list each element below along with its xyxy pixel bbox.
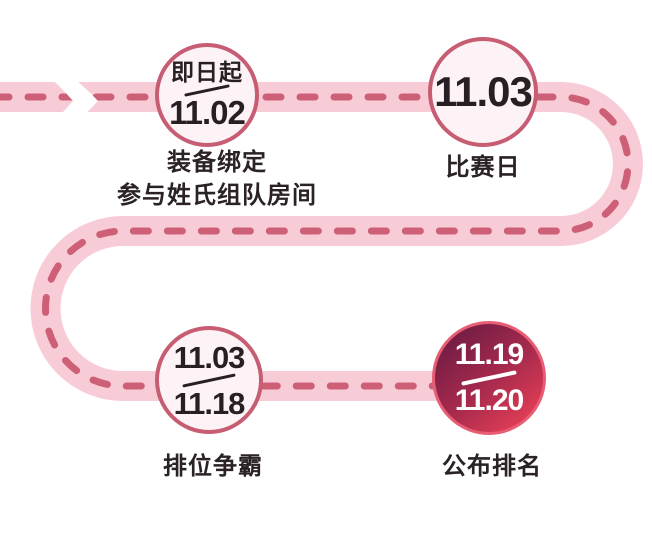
- label-line: 装备绑定: [167, 149, 267, 176]
- start-chevron-icon: [47, 75, 98, 127]
- milestone-circle-start: 即日起 11.02: [155, 43, 259, 147]
- divider-line: [182, 372, 236, 388]
- label-line: 公布排名: [442, 453, 542, 480]
- milestone-circle-ranking-battle: 11.03 11.18: [155, 326, 263, 434]
- milestone-date: 11.03: [434, 68, 533, 115]
- milestone-date: 11.02: [169, 94, 246, 131]
- timeline-band: [0, 82, 643, 401]
- milestone-date-end: 11.20: [454, 384, 524, 417]
- milestone-date-start: 11.19: [454, 338, 524, 371]
- milestone-date-start: 11.03: [173, 339, 246, 375]
- milestone-label-matchday: 比赛日: [383, 151, 583, 184]
- milestone-label-results: 公布排名: [392, 450, 592, 483]
- label-line: 排位争霸: [163, 453, 263, 480]
- milestone-circle-results: 11.19 11.20: [432, 321, 546, 435]
- milestone-pre-text: 即日起: [171, 59, 243, 85]
- label-line: 参与姓氏组队房间: [117, 182, 317, 209]
- milestone-label-binding: 装备绑定 参与姓氏组队房间: [57, 146, 377, 212]
- milestone-circle-matchday: 11.03: [428, 37, 538, 147]
- milestone-label-ranking-battle: 排位争霸: [113, 450, 313, 483]
- milestone-date-end: 11.18: [173, 385, 246, 421]
- label-line: 比赛日: [445, 154, 521, 181]
